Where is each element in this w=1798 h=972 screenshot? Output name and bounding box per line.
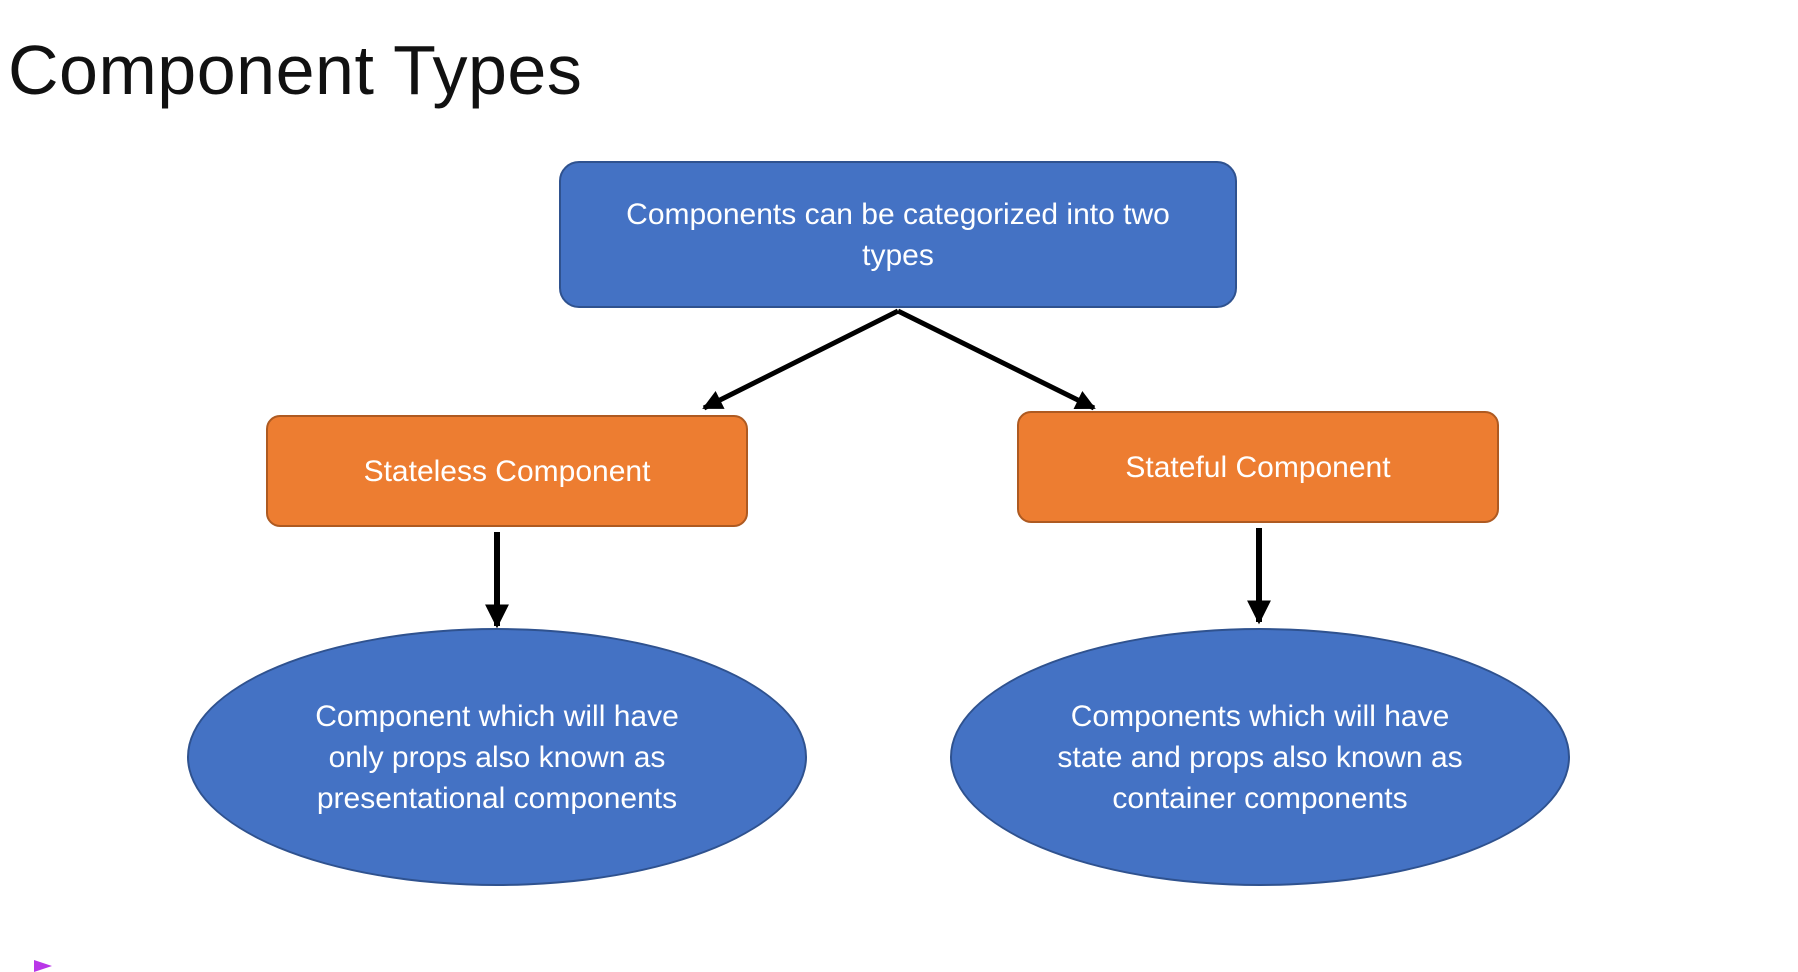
root-concept-box: Components can be categorized into two t… — [559, 161, 1237, 308]
slide-title: Component Types — [8, 31, 583, 109]
arrow-root-to-stateful — [896, 308, 1096, 411]
stateful-description-text: Components which will have state and pro… — [1057, 699, 1463, 815]
root-concept-text: Components can be categorized into two t… — [626, 197, 1170, 272]
stateful-description-ellipse: Components which will have state and pro… — [950, 628, 1570, 886]
stateless-component-box: Stateless Component — [266, 415, 748, 527]
arrow-root-to-stateless — [702, 308, 900, 411]
corner-triangle-icon — [34, 960, 52, 972]
stateless-description-ellipse: Component which will have only props als… — [187, 628, 807, 886]
stateless-description-text: Component which will have only props als… — [315, 699, 679, 815]
stateless-component-label: Stateless Component — [363, 454, 651, 488]
stateful-component-box: Stateful Component — [1017, 411, 1499, 523]
stateful-component-label: Stateful Component — [1125, 450, 1391, 484]
